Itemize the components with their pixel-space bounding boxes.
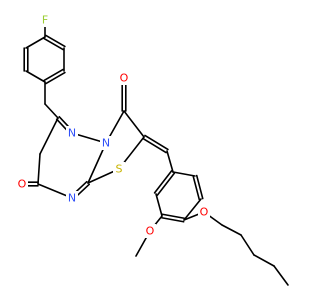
bond-c3-c2 [123,110,145,138]
bond-lines [21,19,289,286]
atom-oxygen-ketone-left: O [16,177,28,191]
bond-c2-ch [142,137,167,154]
bond-c8-c7 [37,153,41,185]
bond-be-bf [195,174,204,200]
bond-fc-fd-second [45,71,66,85]
atom-oxygen-pentoxy-label: O [200,206,209,219]
bond-c2-ch-second [144,134,169,151]
bond-fd-fe [25,70,46,83]
bond-fa-fb-second [45,34,66,48]
bond-fa-fb [43,37,64,51]
bond-c7-c6 [39,117,59,155]
bond-bb-bc [155,193,163,217]
atom-nitrogen-bottom-label: N [68,192,76,205]
atom-labels: F O O N N N S O [16,13,210,238]
atom-sulfur: S [113,162,125,176]
bond-p4-p5 [273,265,289,286]
atom-sulfur-label: S [116,163,123,176]
atom-oxygen-ketone-left-label: O [18,178,27,191]
molecule-structure-drawing: F O O N N N S O [16,13,289,286]
atom-fluorine: F [39,13,51,27]
bond-bd-be [183,198,202,221]
atom-nitrogen-bottom: N [66,191,78,205]
atom-nitrogen-bridge: N [100,136,112,150]
bond-p2-p3 [240,234,255,256]
atom-oxygen-methoxy: O [144,224,156,238]
atom-fluorine-label: F [42,14,48,27]
bond-ch2-c6 [44,103,59,119]
bond-ff-fa [25,36,46,49]
bond-be-bf-second [192,175,201,201]
atom-nitrogen-bridge-label: N [102,137,110,150]
bond-bf-ba [172,171,196,177]
bond-p1-p2 [221,224,242,236]
bond-ch-ba [166,150,174,173]
atom-oxygen-ketone-top-label: O [120,72,129,85]
bond-fc-fd [43,68,64,82]
bond-ba-bb [153,170,173,194]
atom-oxygen-ketone-top: O [118,71,130,85]
bond-p3-p4 [253,254,275,267]
bond-bc-bd [160,216,185,223]
atom-oxygen-methoxy-label: O [146,225,155,238]
atom-nitrogen-top: N [66,126,78,140]
atom-nitrogen-top-label: N [68,127,76,140]
bond-bc-bd-second [161,213,186,220]
bond-ba-bb-second [156,172,176,196]
atom-oxygen-pentoxy: O [198,205,210,219]
